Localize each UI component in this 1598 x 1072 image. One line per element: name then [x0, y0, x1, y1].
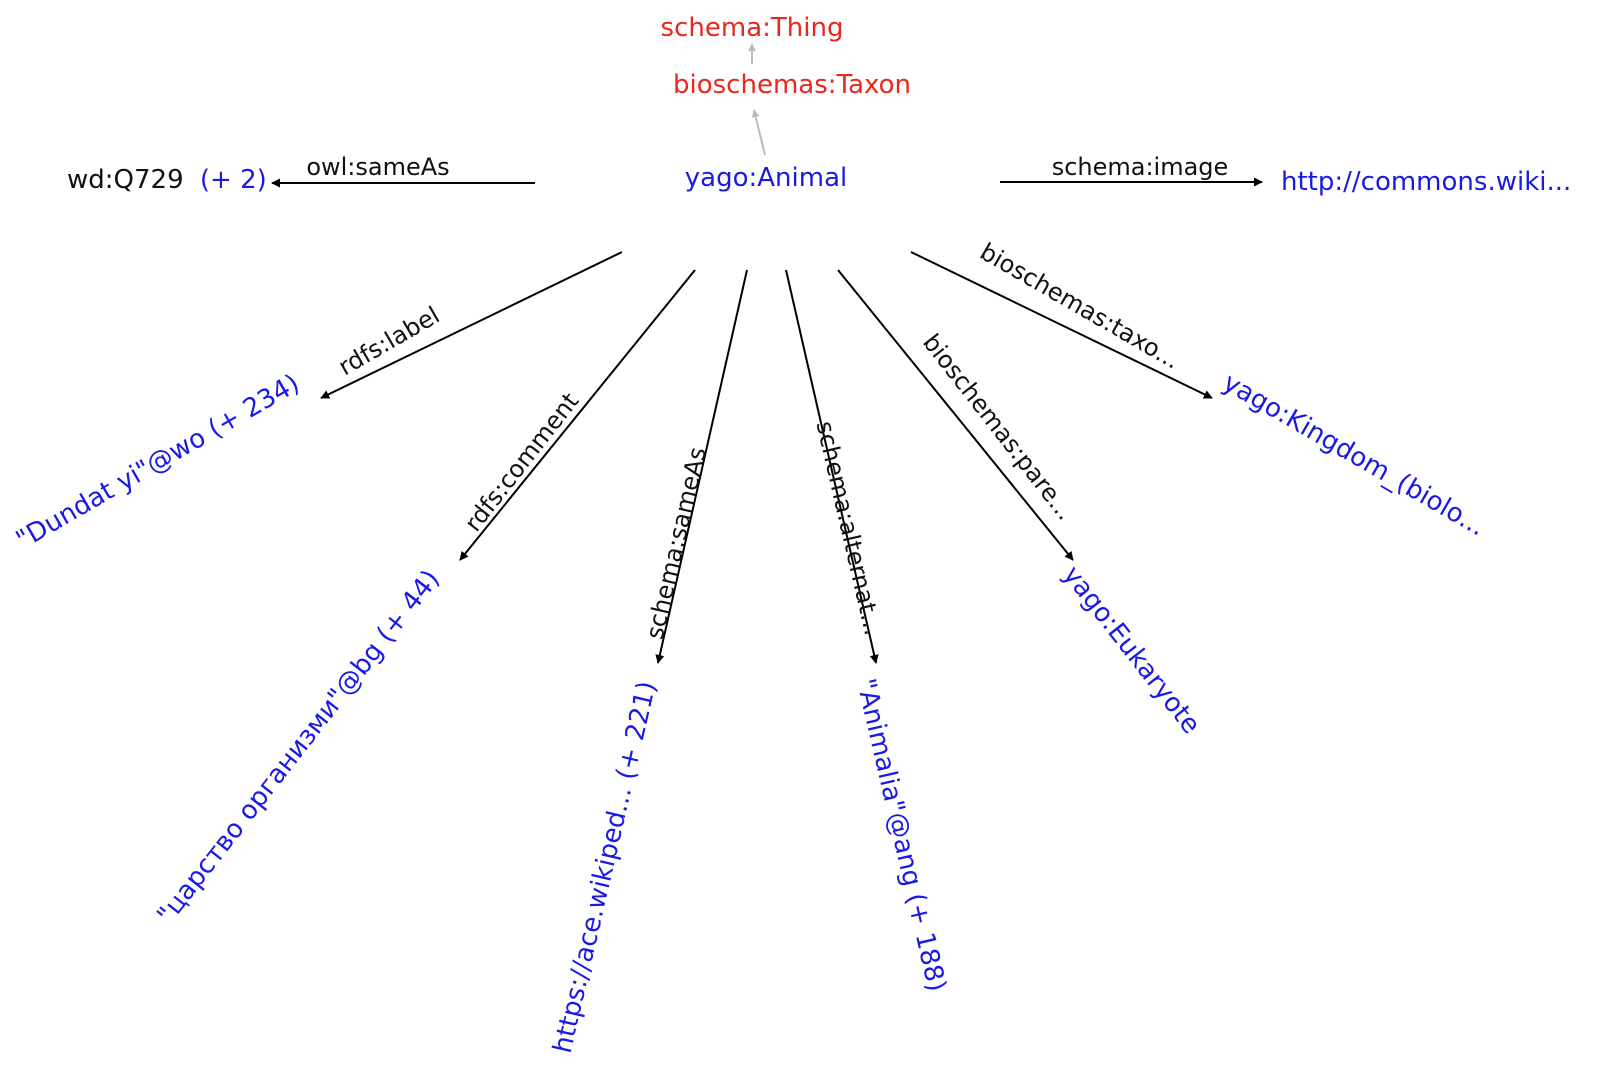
edge-label-rdfs-comment: rdfs:comment [459, 387, 584, 536]
edge-label-rdfs-label: rdfs:label [334, 301, 445, 381]
node-wd-q729[interactable]: wd:Q729 (+ 2) [67, 165, 267, 195]
node-wikipedia-ace[interactable]: https://ace.wikiped... (+ 221) [548, 678, 663, 1055]
node-commons-image[interactable]: http://commons.wiki... [1281, 167, 1571, 197]
node-yago-eukaryote[interactable]: yago:Eukaryote [1057, 560, 1206, 739]
node-comment-bg[interactable]: "царство организми"@bg (+ 44) [151, 565, 445, 930]
edge-label-bioschemas-parent: bioschemas:pare... [917, 329, 1079, 526]
edge-label-owl-sameas: owl:sameAs [306, 153, 449, 181]
center-node-yago-animal[interactable]: yago:Animal [685, 163, 847, 193]
node-yago-kingdom[interactable]: yago:Kingdom_(biolo... [1218, 368, 1491, 543]
class-bioschemas-taxon[interactable]: bioschemas:Taxon [673, 70, 911, 100]
node-wd-q729-label[interactable]: wd:Q729 [67, 165, 184, 195]
node-label-dundat[interactable]: "Dundat yi"@wo (+ 234) [11, 369, 305, 556]
edge-rdfs-label [320, 251, 623, 399]
edge-schema-sameas [655, 269, 748, 664]
node-animalia-ang[interactable]: "Animalia"@ang (+ 188) [850, 676, 951, 995]
edge-rdfs-comment [459, 269, 696, 561]
edge-label-schema-image: schema:image [1052, 153, 1229, 181]
edge-schema-alternate [785, 269, 879, 664]
edge-label-schema-alternate: schema:alternat... [811, 418, 888, 638]
type-arrow-taxon [751, 109, 766, 156]
edge-bioschemas-taxonrank [910, 251, 1213, 399]
node-wd-q729-more[interactable]: (+ 2) [200, 165, 267, 195]
edge-label-bioschemas-taxonrank: bioschemas:taxo... [975, 238, 1184, 375]
edge-bioschemas-parent [837, 269, 1074, 561]
class-schema-thing[interactable]: schema:Thing [661, 13, 844, 43]
edge-label-schema-sameas: schema:sameAs [641, 445, 712, 642]
